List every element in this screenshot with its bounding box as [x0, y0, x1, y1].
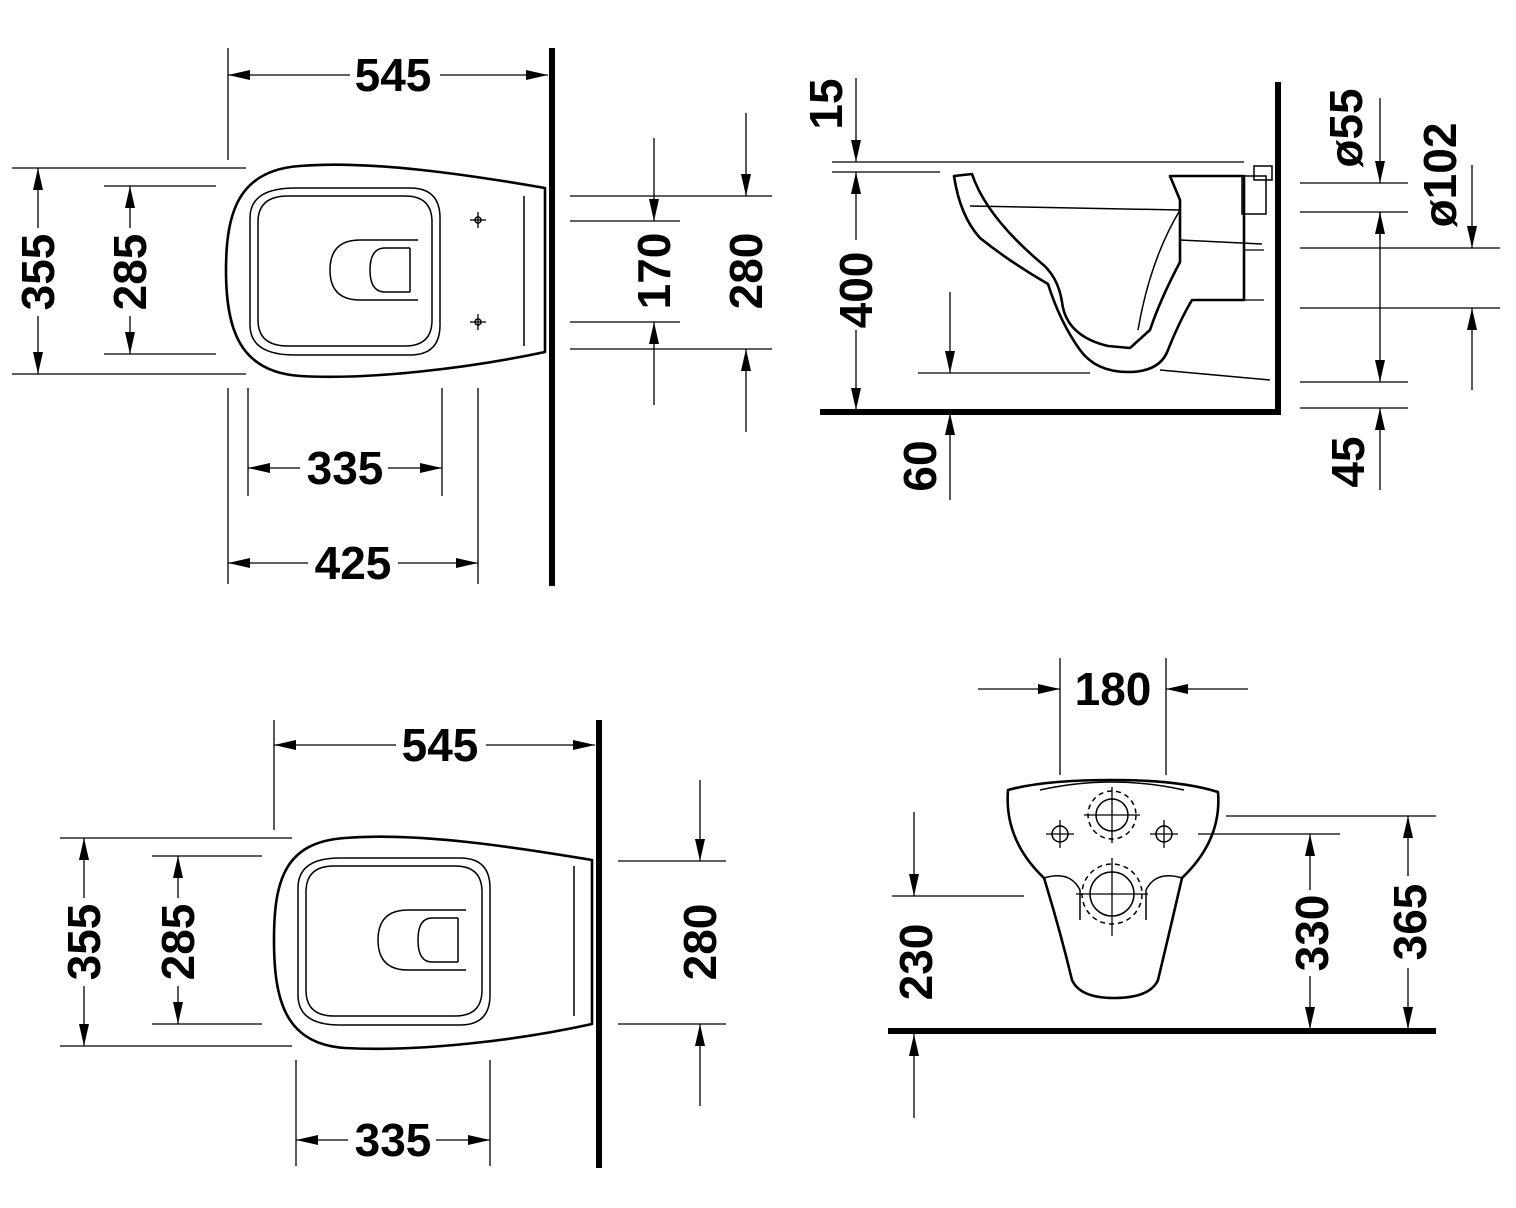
dim-bowl-length: 335	[355, 1114, 432, 1166]
seat-outline	[249, 187, 441, 356]
dim-outlet-diameter: ø102	[1414, 123, 1466, 228]
toilet-front-outline	[1006, 778, 1220, 1000]
dim-seat-width: 285	[152, 904, 204, 981]
dim-inlet-height: 330	[1286, 895, 1338, 972]
seat-outline	[297, 857, 491, 1026]
bowl-opening	[329, 239, 418, 301]
dim-overall-width: 355	[58, 904, 110, 981]
dim-rim-height: 400	[830, 252, 882, 329]
dim-back-width: 280	[674, 904, 726, 981]
dim-outlet-height: 230	[890, 924, 942, 1001]
bowl-opening	[377, 909, 466, 971]
dim-wall-to-edge: 425	[315, 537, 392, 589]
dim-rim-height: 365	[1384, 884, 1436, 961]
dim-back-width: 280	[720, 233, 772, 310]
dim-fixing-spacing: 180	[1075, 663, 1152, 715]
dim-bolt-spacing: 170	[628, 233, 680, 310]
dim-seat-width: 285	[104, 234, 156, 311]
dim-outlet-offset: 45	[1322, 436, 1374, 487]
dim-bowl-length: 335	[307, 442, 384, 494]
top-view-1: 545 355 285 335 425 170 280	[12, 48, 772, 589]
dim-overall-length: 545	[402, 719, 479, 771]
dim-inlet-diameter: ø55	[1320, 88, 1372, 167]
top-view-2: 545 355 285 280 335	[58, 719, 726, 1168]
toilet-top-outline	[224, 163, 547, 379]
dim-overall-width: 355	[12, 234, 64, 311]
dim-rim-thickness: 15	[800, 78, 852, 129]
front-view: 180 230 330 365	[888, 658, 1436, 1118]
inlet-connector	[1241, 175, 1267, 215]
side-view: 15 400 60 ø55 ø102 45	[800, 78, 1500, 500]
dim-floor-clearance: 60	[894, 440, 946, 491]
dim-overall-length: 545	[355, 49, 432, 101]
toilet-top-outline	[272, 835, 594, 1051]
toilet-side-outline	[952, 172, 1246, 374]
